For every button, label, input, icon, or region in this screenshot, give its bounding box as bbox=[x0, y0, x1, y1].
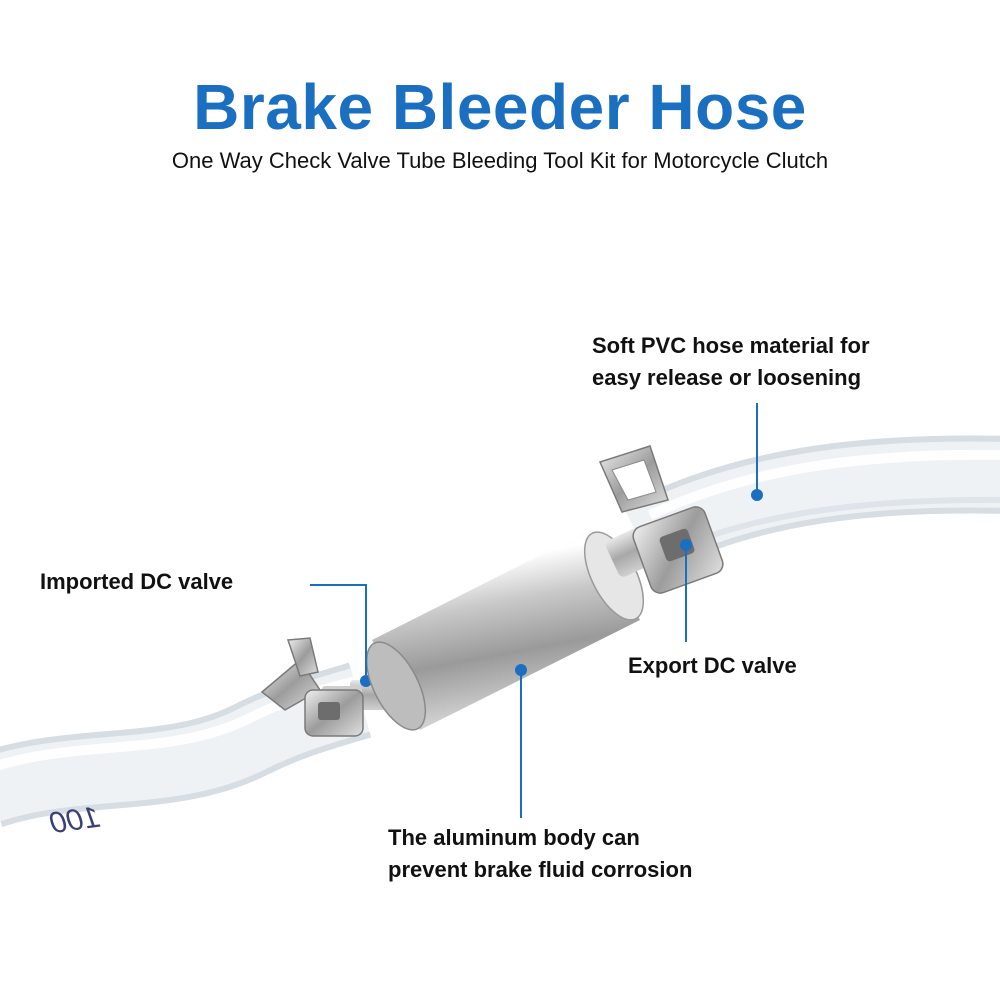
callout-export-valve: Export DC valve bbox=[628, 650, 797, 682]
aluminum-body bbox=[365, 530, 645, 731]
page-title: Brake Bleeder Hose bbox=[193, 71, 807, 143]
right-hose-clamp bbox=[598, 445, 724, 594]
callout-text: Soft PVC hose material for bbox=[592, 333, 870, 358]
hose-print-text: 100 bbox=[48, 801, 102, 841]
callout-text: easy release or loosening bbox=[592, 365, 862, 390]
callout-pvc-hose: Soft PVC hose material for easy release … bbox=[592, 330, 870, 394]
callout-text: Imported DC valve bbox=[40, 569, 234, 594]
callout-text: prevent brake fluid corrosion bbox=[388, 857, 693, 882]
left-hose-clamp bbox=[260, 637, 364, 737]
callout-text: Export DC valve bbox=[628, 653, 797, 678]
callout-imported-valve: Imported DC valve bbox=[40, 566, 233, 598]
import-leader-line bbox=[310, 584, 367, 681]
leader-lines bbox=[310, 403, 758, 818]
page-subtitle: One Way Check Valve Tube Bleeding Tool K… bbox=[171, 148, 829, 173]
callout-text: The aluminum body can bbox=[388, 825, 640, 850]
callout-aluminum-body: The aluminum body can prevent brake flui… bbox=[388, 822, 692, 886]
